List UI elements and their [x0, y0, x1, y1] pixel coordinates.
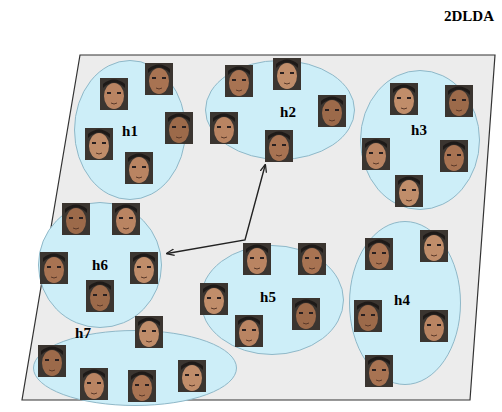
face-photo [80, 368, 108, 400]
cluster-label: h7 [75, 326, 91, 341]
ellipse-outline [360, 70, 480, 210]
face-photo [128, 370, 156, 402]
face-photo [354, 300, 382, 332]
face-photo [225, 65, 253, 97]
cluster-label: h4 [394, 293, 410, 308]
face-photo [395, 175, 423, 207]
cluster-ellipse: h1 [74, 60, 186, 200]
face-photo [390, 83, 418, 115]
diagram-title: 2DLDA [444, 8, 494, 25]
face-photo [362, 138, 390, 170]
face-photo [292, 298, 320, 330]
cluster-label: h2 [280, 105, 296, 120]
face-photo [420, 310, 448, 342]
face-photo [243, 243, 271, 275]
face-photo [200, 283, 228, 315]
face-photo [130, 252, 158, 284]
face-photo [265, 130, 293, 162]
cluster-label: h1 [122, 124, 138, 139]
ellipse-outline [205, 60, 355, 160]
face-photo [86, 280, 114, 312]
face-photo [178, 360, 206, 392]
face-photo [112, 203, 140, 235]
double-arrow [167, 165, 265, 253]
face-photo [38, 345, 66, 377]
face-photo [440, 140, 468, 172]
cluster-label: h5 [260, 290, 276, 305]
face-photo [420, 230, 448, 262]
face-photo [210, 112, 238, 144]
cluster-label: h3 [411, 123, 427, 138]
face-photo [85, 128, 113, 160]
face-photo [318, 95, 346, 127]
face-photo [62, 203, 90, 235]
face-photo [125, 152, 153, 184]
cluster-ellipse: h2 [205, 60, 355, 160]
face-photo [165, 112, 193, 144]
face-photo [365, 355, 393, 387]
face-photo [235, 315, 263, 347]
cluster-ellipse: h5 [200, 245, 344, 355]
cluster-ellipse: h3 [360, 70, 480, 210]
face-photo [100, 78, 128, 110]
face-photo [135, 316, 163, 348]
cluster-ellipse: h7 [33, 330, 237, 406]
face-photo [145, 63, 173, 95]
cluster-ellipse: h6 [38, 202, 162, 328]
ellipse-outline [33, 330, 237, 406]
face-photo [445, 85, 473, 117]
face-photo [40, 252, 68, 284]
face-photo [273, 58, 301, 90]
cluster-ellipse: h4 [349, 221, 461, 385]
cluster-label: h6 [92, 258, 108, 273]
face-photo [365, 238, 393, 270]
face-photo [298, 243, 326, 275]
